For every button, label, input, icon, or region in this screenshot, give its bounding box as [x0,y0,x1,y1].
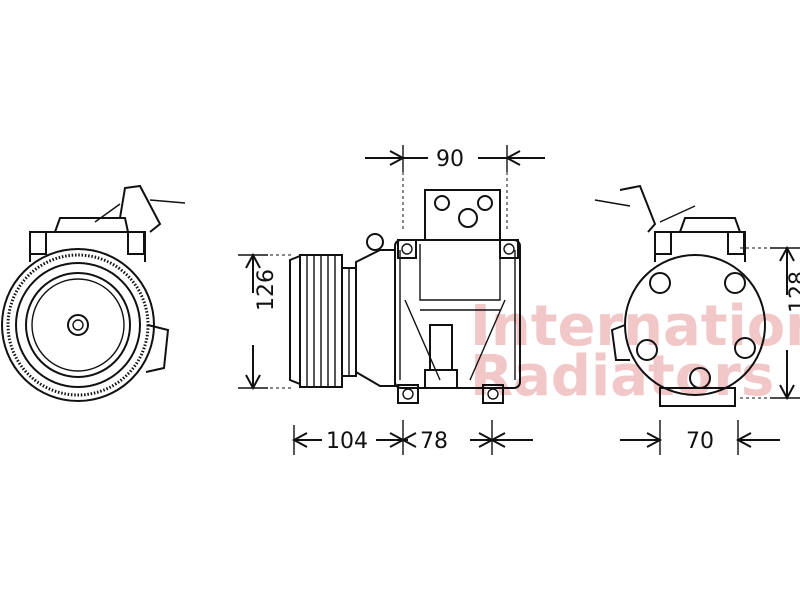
dimension-label-126: 126 [254,269,279,311]
dimension-label-104: 104 [326,429,368,454]
dimension-label-128: 128 [786,271,800,313]
dimension-label-90: 90 [436,147,464,172]
front-view [1,184,186,402]
dimension-label-70: 70 [686,429,714,454]
watermark-line1: International [470,294,800,359]
dimension-label-78: 78 [420,429,448,454]
rear-view [594,184,766,407]
dimension-lines [238,145,800,455]
side-view [289,189,521,404]
